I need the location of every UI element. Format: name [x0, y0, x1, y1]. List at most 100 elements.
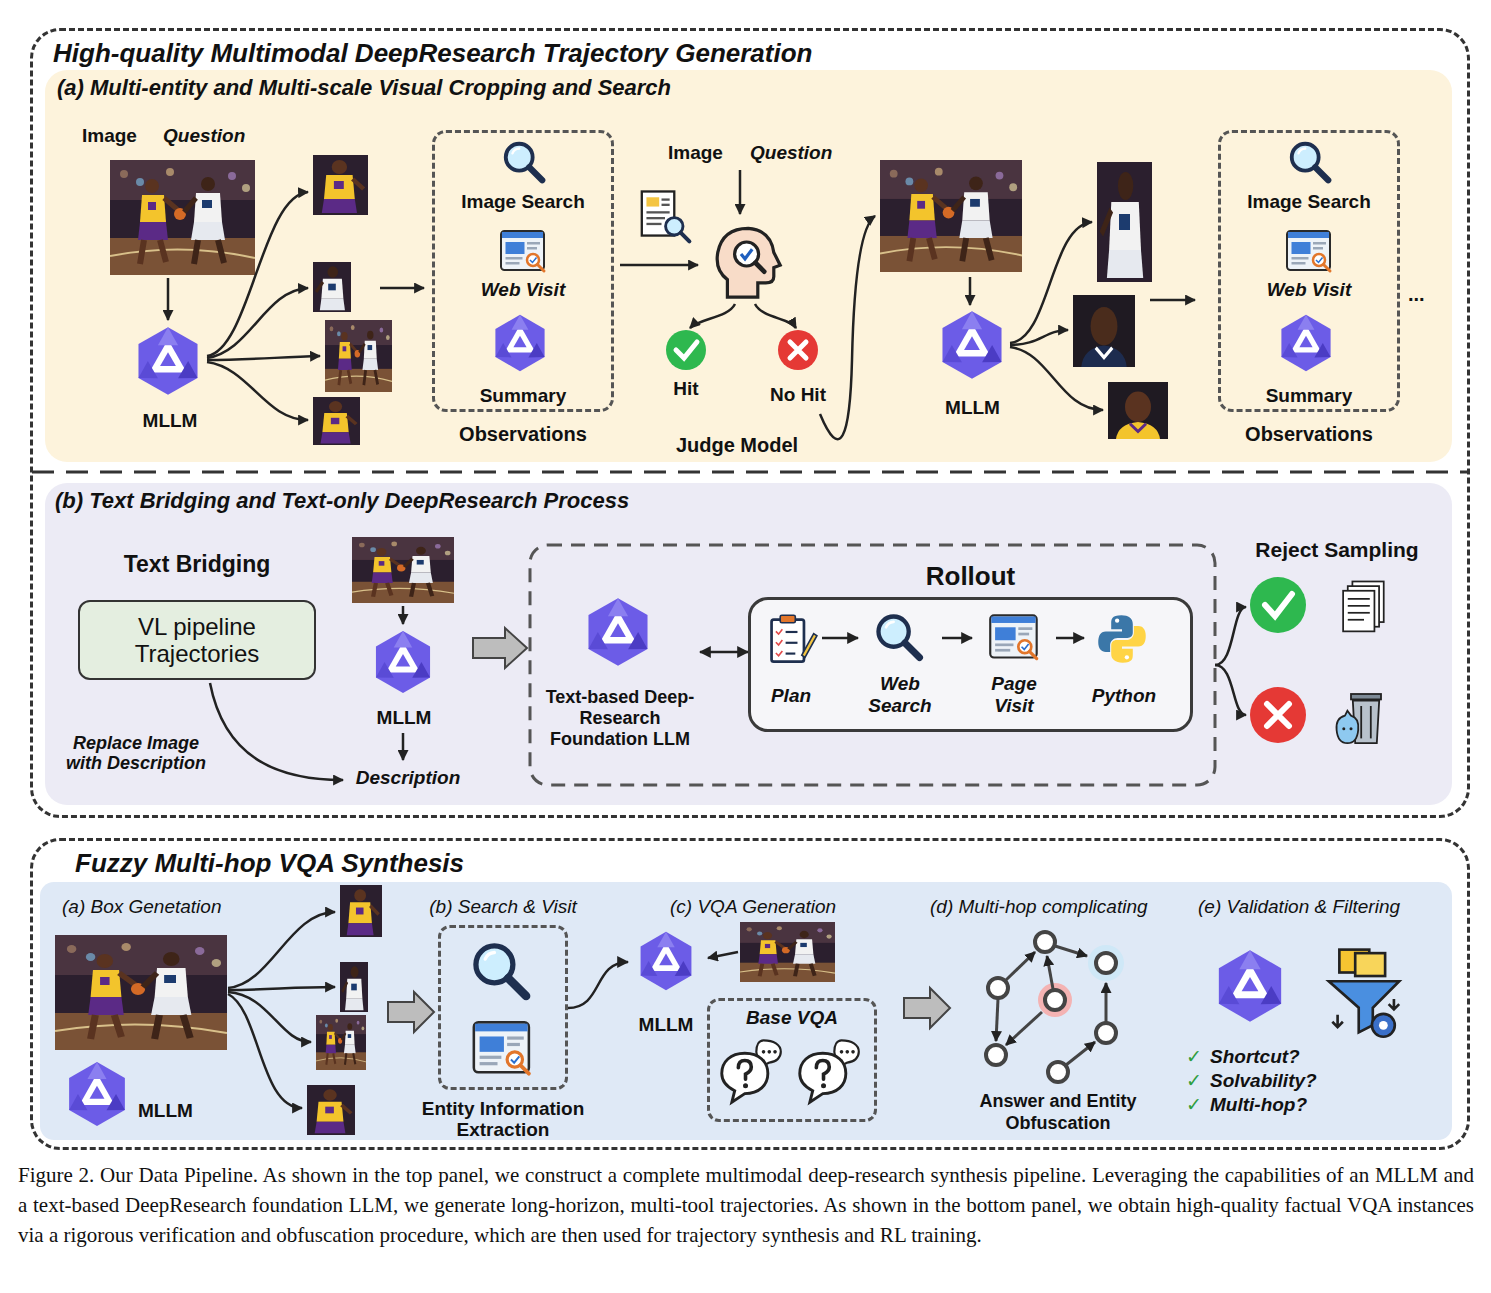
node-text: Hit	[656, 378, 716, 400]
node-text: Page Visit	[972, 673, 1056, 717]
status-mark	[666, 330, 706, 370]
model-node: MLLM	[628, 926, 704, 1038]
text-slot: Summary	[435, 385, 611, 407]
icon	[474, 1022, 529, 1073]
text-slot: Page Visit	[972, 673, 1056, 717]
icon	[1329, 950, 1399, 1037]
text-slot: Question	[163, 125, 245, 147]
label: (c) VQA Generation	[670, 896, 836, 918]
entity-graph	[1096, 1023, 1116, 1043]
connector	[568, 962, 628, 1008]
flow-arrow	[1215, 607, 1246, 665]
photo	[55, 935, 227, 1050]
icon	[506, 144, 542, 180]
icon	[69, 144, 1399, 1126]
model-node: MLLM	[360, 625, 448, 733]
node-text: (b) Text Bridging and Text-only DeepRese…	[55, 488, 629, 513]
flow-arrow	[1010, 330, 1068, 345]
text-slot: Fuzzy Multi-hop VQA Synthesis	[75, 849, 464, 879]
node-text: Observations	[1021, 423, 1491, 446]
text-slot: MLLM	[138, 1100, 193, 1122]
panel-fill	[32, 471, 1468, 474]
text-slot: Python	[1084, 685, 1164, 707]
entity-graph	[1048, 1062, 1068, 1082]
node-text: Rollout	[551, 562, 1390, 592]
block-arrow	[904, 988, 950, 1028]
entity-graph	[1035, 932, 1055, 952]
text-slot: High-quality Multimodal DeepResearch Tra…	[53, 39, 812, 69]
label: Image	[668, 142, 723, 164]
icon	[800, 1040, 859, 1102]
entity-graph	[996, 999, 998, 1041]
label: Replace Image with Description	[66, 733, 206, 773]
node-text: Python	[1084, 685, 1164, 707]
connector	[700, 651, 748, 654]
text-slot: Summary	[1221, 385, 1397, 407]
photo	[325, 320, 392, 392]
photo	[313, 397, 360, 445]
icon	[376, 631, 430, 693]
flow-arrow	[690, 304, 735, 328]
icon	[476, 946, 526, 996]
text-slot: ✓	[1186, 1070, 1202, 1092]
photo	[313, 155, 368, 215]
text-slot: (c) VQA Generation	[670, 896, 836, 918]
photo	[316, 1015, 366, 1070]
text-slot: Judge Model	[537, 434, 937, 457]
text-slot: Plan	[760, 685, 822, 707]
flow-arrow	[228, 994, 302, 1108]
panel: (a) Multi-entity and Multi-scale Visual …	[45, 70, 1452, 462]
icon	[69, 1062, 125, 1126]
flow-arrow	[210, 683, 343, 780]
photo	[307, 1085, 355, 1135]
photo	[1073, 295, 1135, 367]
panel-fill	[32, 70, 1468, 1140]
entity-graph	[1096, 953, 1116, 973]
flow-arrow	[620, 264, 698, 267]
text-slot: Multi-hop?	[1210, 1094, 1307, 1116]
label: Shortcut?	[1210, 1046, 1300, 1068]
node-text: Web Visit	[1221, 279, 1397, 301]
label: ...	[1408, 283, 1425, 306]
status-mark	[778, 330, 818, 370]
text-slot: Text-based Deep-Research Foundation LLM	[542, 687, 698, 750]
icon	[1287, 231, 1330, 271]
entity-graph	[1047, 956, 1053, 989]
entity-graph	[1066, 1042, 1095, 1065]
label: (e) Validation & Filtering	[1198, 896, 1400, 918]
block-arrow	[473, 628, 527, 668]
entity-graph	[1088, 945, 1124, 981]
node-text: Plan	[760, 685, 822, 707]
icon	[1281, 315, 1330, 371]
entity-graph	[996, 946, 1106, 1065]
node-text: Web Search	[858, 673, 942, 717]
text-slot: Rollout	[551, 562, 1390, 592]
entity-graph	[1038, 983, 1072, 1017]
text-slot: No Hit	[758, 384, 838, 406]
node-text: No Hit	[758, 384, 838, 406]
entity-graph	[986, 932, 1124, 1082]
tool-step: Web Search	[858, 605, 942, 725]
panel: (b) Text Bridging and Text-only DeepRese…	[45, 483, 1452, 805]
node-text: MLLM	[125, 410, 215, 432]
label: ✓	[1186, 1094, 1202, 1116]
text-slot: MLLM	[925, 397, 1020, 419]
flow-arrow	[1010, 347, 1103, 410]
text-slot: (a) Multi-entity and Multi-scale Visual …	[57, 75, 671, 100]
text-slot: MLLM	[360, 707, 448, 729]
caption: Figure 2. Our Data Pipeline. As shown in…	[18, 1160, 1474, 1250]
photo	[340, 962, 368, 1012]
text-slot: (b) Text Bridging and Text-only DeepRese…	[55, 488, 629, 513]
label: (a) Box Genetation	[62, 896, 221, 918]
label: Image	[82, 125, 137, 147]
photo	[880, 160, 1022, 272]
text-slot: Base VQA	[710, 1007, 874, 1029]
text-slot: Image Search	[435, 191, 611, 213]
tool-step: Page Visit	[972, 605, 1056, 725]
vqa-box: Base VQA	[707, 998, 877, 1122]
icon	[772, 615, 817, 661]
text-slot: ✓	[1186, 1094, 1202, 1116]
text-slot: Text Bridging	[0, 551, 397, 577]
node-text: Summary	[435, 385, 611, 407]
flow-arrow	[402, 733, 405, 760]
